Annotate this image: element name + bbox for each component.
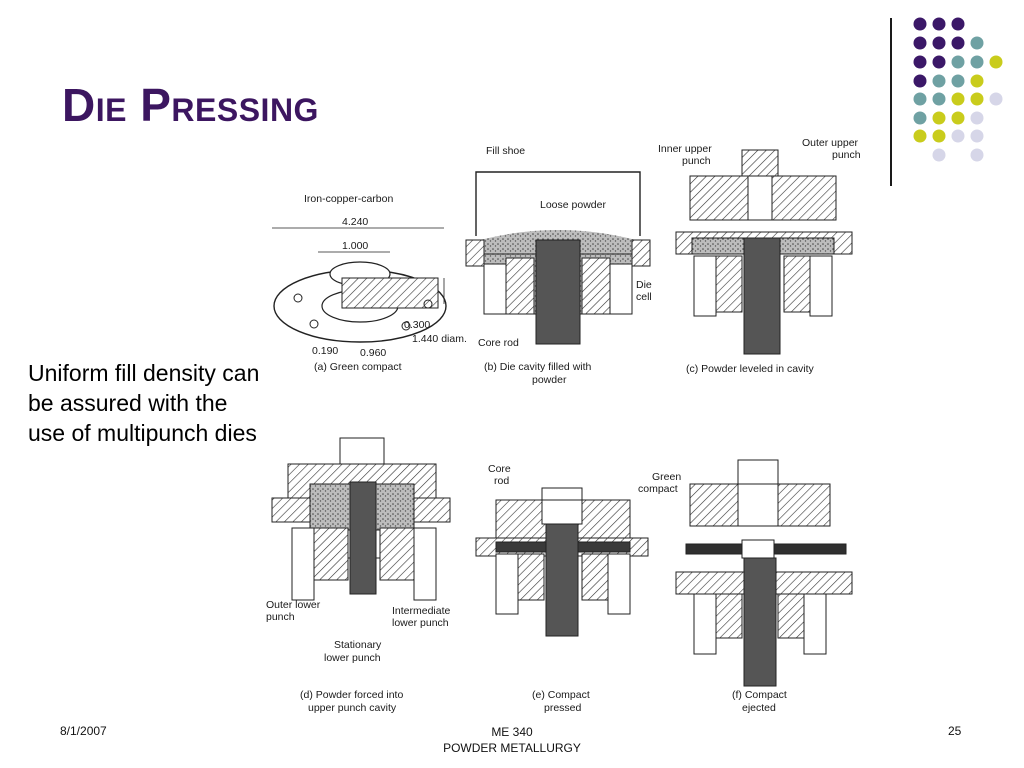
- label-outer-lower-2: punch: [266, 611, 295, 623]
- label-core-rod: Core rod: [478, 337, 519, 349]
- label-cell: cell: [636, 291, 652, 303]
- slide-title: Die Pressing: [62, 79, 319, 131]
- caption-e-line2: pressed: [544, 702, 582, 714]
- dim-0300: 0.300: [404, 319, 430, 331]
- dim-0190: 0.190: [312, 345, 338, 357]
- panel-e-compact-pressed: Core rod (e) Compact pressed: [475, 463, 649, 714]
- label-intermediate-1: Intermediate: [392, 605, 451, 617]
- footer-date: 8/1/2007: [60, 724, 107, 738]
- caption-b-line1: (b) Die cavity filled with: [484, 361, 592, 373]
- footer-course-line1: ME 340: [491, 725, 533, 739]
- label-loose-powder: Loose powder: [540, 199, 606, 211]
- dim-outer: 4.240: [342, 216, 368, 228]
- label-green-2: compact: [638, 483, 678, 495]
- label-material: Iron-copper-carbon: [304, 193, 393, 205]
- label-inner-upper-1: Inner upper: [658, 143, 712, 155]
- panel-a-green-compact: Iron-copper-carbon 4.240 1.000 0.300 1.4…: [272, 193, 467, 373]
- panel-d-powder-forced: Outer lower punch Intermediate lower pun…: [266, 437, 451, 714]
- caption-c: (c) Powder leveled in cavity: [686, 363, 815, 375]
- label-die: Die: [636, 279, 652, 291]
- label-outer-upper-1: Outer upper: [802, 137, 859, 149]
- label-inner-upper-2: punch: [682, 155, 711, 167]
- footer-course: ME 340 POWDER METALLURGY: [0, 724, 1024, 756]
- panel-b-die-filled: Fill shoe Loose powder Die cell Core rod…: [465, 145, 652, 386]
- label-intermediate-2: lower punch: [392, 617, 449, 629]
- label-stationary-2: lower punch: [324, 652, 381, 664]
- footer-page-number: 25: [948, 724, 962, 738]
- caption-f-line2: ejected: [742, 702, 776, 714]
- dim-1440: 1.440 diam.: [412, 333, 467, 345]
- footer-course-line2: POWDER METALLURGY: [443, 741, 581, 755]
- label-core-2: rod: [494, 475, 509, 487]
- caption-d-line2: upper punch cavity: [308, 702, 397, 714]
- panel-c-powder-leveled: Inner upper punch Outer upper punch (c) …: [658, 137, 861, 375]
- label-outer-upper-2: punch: [832, 149, 861, 161]
- caption-d-line1: (d) Powder forced into: [300, 689, 403, 701]
- label-stationary-1: Stationary: [334, 639, 382, 651]
- panel-f-compact-ejected: Green compact (f) Compact ejected: [638, 459, 853, 714]
- die-pressing-figure: Iron-copper-carbon 4.240 1.000 0.300 1.4…: [266, 137, 861, 714]
- caption-f-line1: (f) Compact: [732, 689, 787, 701]
- label-core-1: Core: [488, 463, 511, 475]
- caption-a: (a) Green compact: [314, 361, 402, 373]
- caption-e-line1: (e) Compact: [532, 689, 590, 701]
- label-outer-lower-1: Outer lower: [266, 599, 321, 611]
- dim-0960: 0.960: [360, 347, 386, 359]
- label-fill-shoe: Fill shoe: [486, 145, 525, 157]
- label-green-1: Green: [652, 471, 681, 483]
- dim-inner: 1.000: [342, 240, 368, 252]
- slide-body-text: Uniform fill density can be assured with…: [28, 360, 260, 446]
- decorative-vertical-rule: [890, 18, 892, 186]
- caption-b-line2: powder: [532, 374, 567, 386]
